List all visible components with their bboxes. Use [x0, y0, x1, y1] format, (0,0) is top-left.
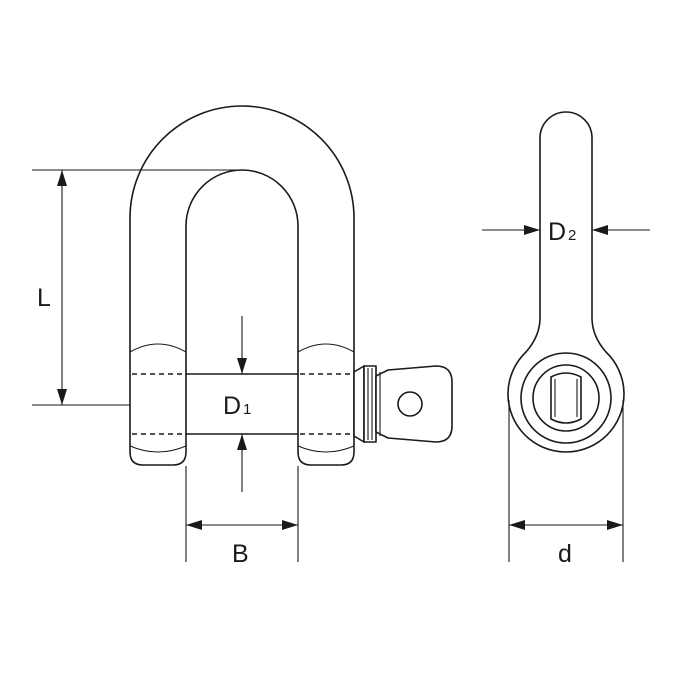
left-bottom-curve	[129, 445, 187, 453]
B-arrow-left	[186, 520, 202, 530]
L-arrow-bottom	[57, 389, 67, 405]
side-outline	[507, 111, 625, 453]
D2-label: D	[548, 218, 566, 246]
shackle-side-view	[507, 111, 625, 453]
dimension-D2: D 2	[482, 218, 650, 246]
D1-arrow-top	[237, 358, 247, 374]
side-pin-slot-inner	[554, 379, 578, 417]
D1-label-subscript: 1	[243, 401, 251, 418]
left-shoulder-curve	[129, 343, 187, 353]
d-arrow-left	[509, 520, 525, 530]
D1-label: D	[223, 392, 241, 420]
left-eye-outline	[129, 369, 187, 466]
shackle-pin	[132, 373, 352, 435]
L-label: L	[37, 284, 51, 312]
pin-collar	[353, 365, 365, 443]
side-pin-head-circle	[532, 364, 600, 432]
d-arrow-right	[607, 520, 623, 530]
dimension-D1: D 1	[223, 316, 251, 492]
side-pin-slot	[550, 372, 582, 424]
shackle-body-front	[129, 105, 355, 466]
pin-eye-head	[375, 365, 453, 443]
pin-shoulder	[363, 365, 377, 443]
right-eye-outline	[297, 369, 355, 466]
shackle-outer-outline	[129, 105, 355, 371]
D2-label-subscript: 2	[568, 227, 576, 244]
pin-shoulder-facets	[367, 368, 373, 440]
D1-arrow-bottom	[237, 434, 247, 450]
pin-eye-hole	[397, 391, 423, 417]
side-eye-ring	[520, 352, 612, 444]
L-arrow-top	[57, 170, 67, 186]
dimension-B: B	[185, 466, 299, 568]
D2-arrow-left	[524, 225, 540, 235]
pin-head	[353, 365, 453, 443]
dimension-d: d	[508, 400, 624, 568]
right-bottom-curve	[297, 445, 355, 453]
d-label: d	[558, 540, 572, 568]
B-label: B	[232, 540, 249, 568]
dimension-L: L	[32, 169, 244, 406]
B-arrow-right	[282, 520, 298, 530]
right-shoulder-curve	[297, 343, 355, 353]
D2-arrow-right	[592, 225, 608, 235]
